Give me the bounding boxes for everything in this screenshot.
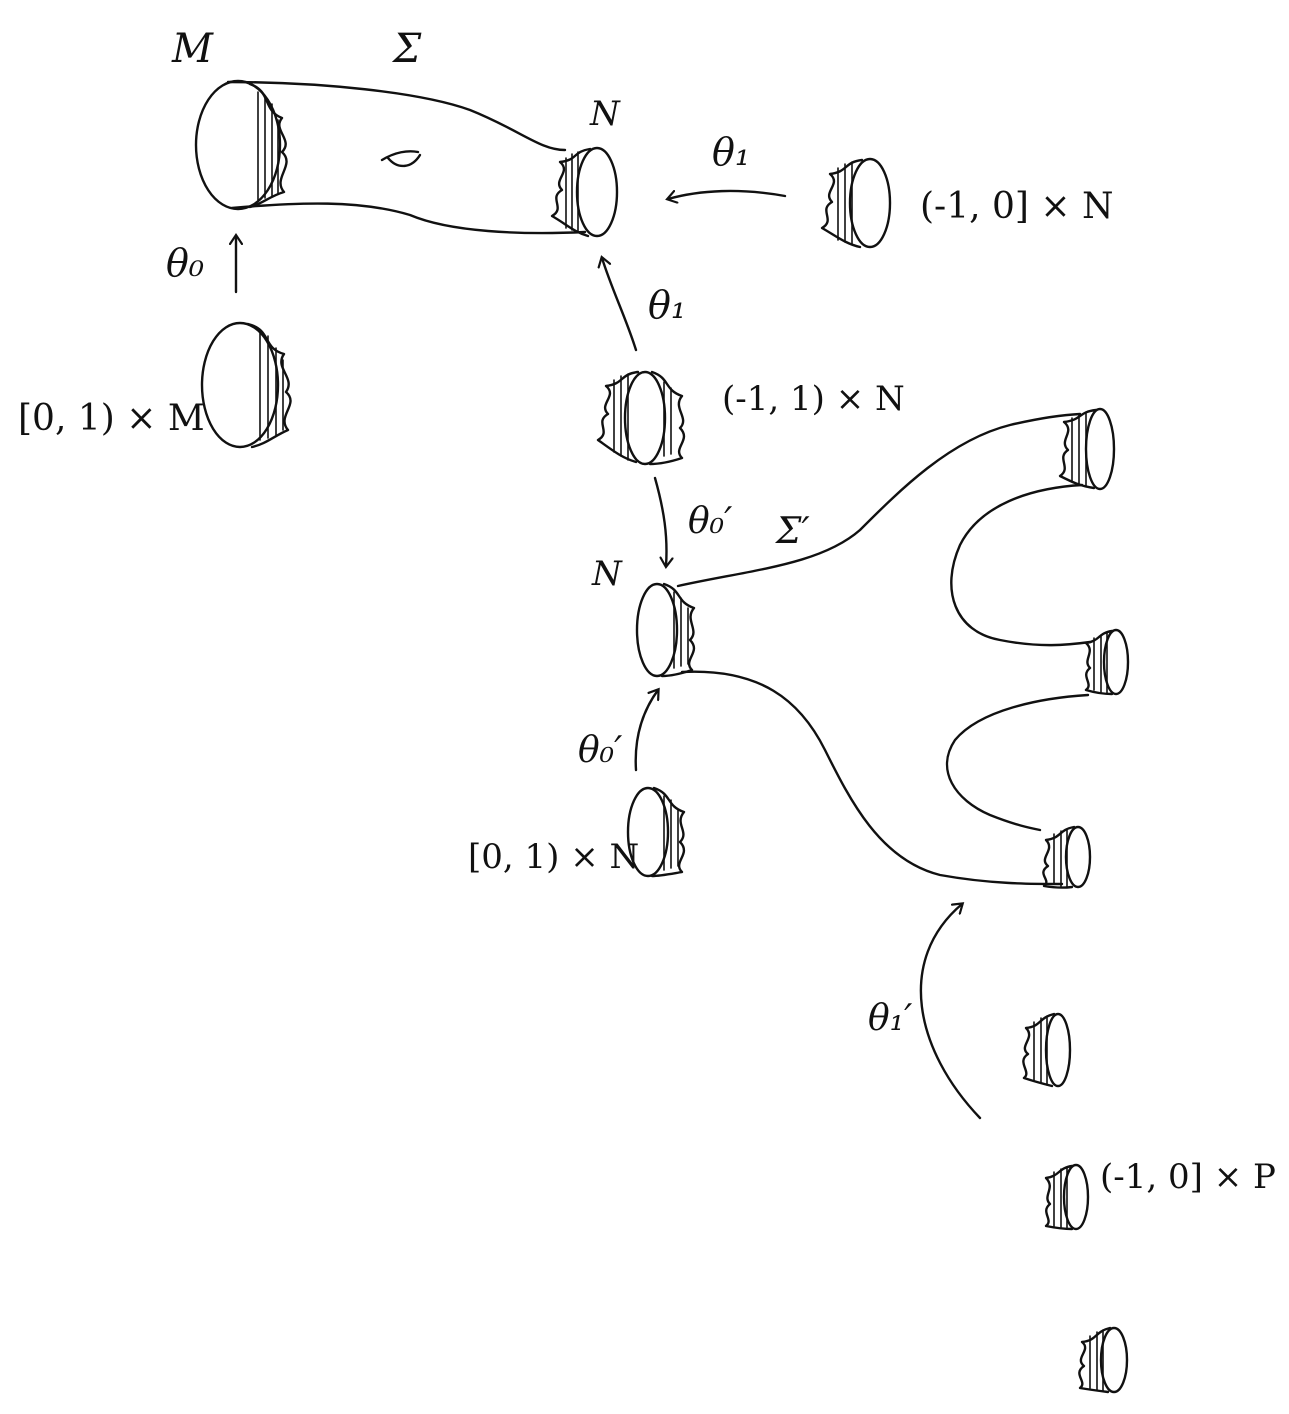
arrow-theta1prime xyxy=(921,904,980,1118)
sigma-prime-upper-notch xyxy=(951,485,1090,645)
outgoing-circle-3 xyxy=(1066,827,1090,887)
outgoing-collar-1-hatching xyxy=(1072,412,1086,486)
collar-N-right-circle xyxy=(850,159,890,247)
label-sigma: Σ xyxy=(391,26,422,72)
label-interval-P: (-1, 0] × P xyxy=(1100,1157,1276,1197)
collar-P-1-circle xyxy=(1046,1014,1070,1086)
sigma-bottom-edge xyxy=(232,204,585,234)
label-sigma-prime: Σ′ xyxy=(774,511,810,552)
collar-P-piece-2 xyxy=(1046,1165,1088,1229)
sigma-prime-lower-notch xyxy=(947,695,1088,830)
collar-N-middle-hatching xyxy=(614,374,671,460)
collar-M-piece-fringe xyxy=(248,324,291,447)
sigma-prime-top-edge xyxy=(678,414,1080,586)
arrow-theta0prime-upper xyxy=(655,478,667,566)
collar-N-right-piece xyxy=(822,159,890,247)
collar-M-piece-circle xyxy=(202,323,278,447)
cobordism-sigma-prime xyxy=(637,409,1128,888)
collar-M-piece xyxy=(202,323,291,447)
collar-N-middle-piece xyxy=(598,372,684,464)
label-theta0prime-lower: θ₀′ xyxy=(578,730,622,771)
boundary-circle-N-top xyxy=(577,148,617,236)
outgoing-circle-1 xyxy=(1086,409,1114,489)
collar-P-piece-1 xyxy=(1023,1014,1070,1086)
label-interval-M: [0, 1) × M xyxy=(18,398,205,439)
label-N-lower: N xyxy=(591,554,623,594)
label-theta0: θ₀ xyxy=(166,241,204,285)
arrow-theta1-right xyxy=(668,191,785,199)
collar-N-top-fringe xyxy=(552,149,590,236)
cobordism-sigma xyxy=(196,81,617,236)
collar-N-middle-fringe-right xyxy=(650,372,684,464)
collar-M-hatching xyxy=(258,92,278,200)
collar-P-3-circle xyxy=(1101,1328,1127,1392)
label-interval-N-right: (-1, 0] × N xyxy=(920,186,1114,227)
label-theta1-middle: θ₁ xyxy=(648,283,686,327)
label-theta1-right: θ₁ xyxy=(712,130,750,174)
boundary-circle-N-lower xyxy=(637,584,677,676)
arrow-theta0prime-lower xyxy=(636,690,658,770)
label-theta1prime: θ₁′ xyxy=(868,998,912,1039)
label-interval-N-middle: (-1, 1) × N xyxy=(722,379,905,419)
sigma-prime-bottom-edge xyxy=(682,672,1062,884)
collar-P-piece-3 xyxy=(1079,1328,1127,1392)
label-interval-N-lower: [0, 1) × N xyxy=(468,837,639,877)
collar-N-middle-circle xyxy=(625,372,665,464)
label-M: M xyxy=(171,26,214,72)
label-N-top: N xyxy=(589,94,621,134)
genus-lower-arc xyxy=(388,155,420,166)
arrow-theta1-middle xyxy=(602,258,636,350)
label-theta0prime-upper: θ₀′ xyxy=(688,501,732,542)
